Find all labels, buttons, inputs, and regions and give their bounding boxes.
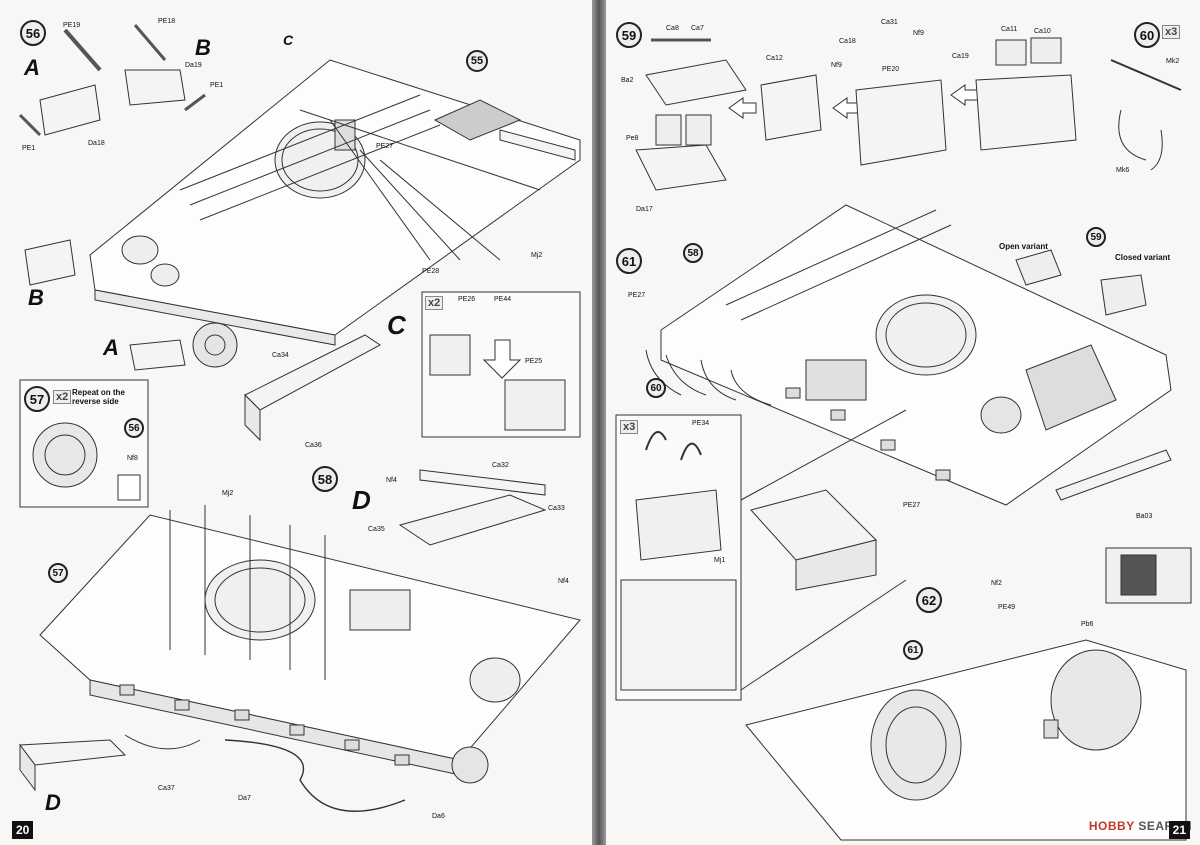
part-label: Ca33 xyxy=(548,505,565,512)
part-label: PE1 xyxy=(210,82,224,89)
part-label: Ca37 xyxy=(158,785,175,792)
part-label: Ca32 xyxy=(492,462,509,469)
part-label: PE27 xyxy=(628,292,646,299)
step-58-badge: 58 xyxy=(312,466,338,492)
open-variant-note: Open variant xyxy=(999,242,1048,251)
ref-step-badge: 57 xyxy=(48,563,68,583)
part-label: PE25 xyxy=(525,358,543,365)
part-label: Nf8 xyxy=(127,455,138,462)
part-label: PE44 xyxy=(494,296,512,303)
ref-step-badge: 58 xyxy=(683,243,703,263)
part-label: Mk6 xyxy=(1116,167,1130,174)
part-label: Pe8 xyxy=(626,135,639,142)
page-number-left: 20 xyxy=(12,821,34,839)
part-label: Ca18 xyxy=(839,38,856,45)
part-label: Ca12 xyxy=(766,55,783,62)
book-gutter xyxy=(592,0,606,845)
step-60-badge: 60 xyxy=(1134,22,1160,48)
part-label: PE1 xyxy=(22,145,36,152)
ref-step-badge: 56 xyxy=(124,418,144,438)
part-label: Ca31 xyxy=(881,19,898,26)
callout-letter: A xyxy=(24,55,40,80)
part-label: PE34 xyxy=(692,420,710,427)
right-page: 59 Ca8 Ca7 Ba2 Ca12 Pe8 Da17 Ca31 Ca18 N… xyxy=(606,0,1200,845)
part-label: PE28 xyxy=(422,268,440,275)
part-label: Nf4 xyxy=(558,578,569,585)
part-label: PE26 xyxy=(458,296,476,303)
callout-letter: C xyxy=(387,310,406,340)
watermark-brand: HOBBY xyxy=(1088,819,1135,833)
part-label: Ca19 xyxy=(952,53,969,60)
part-label: Mj2 xyxy=(222,490,234,497)
part-label: Mk2 xyxy=(1166,58,1180,65)
part-label: Ca11 xyxy=(1001,26,1018,33)
part-label: Ba03 xyxy=(1136,513,1153,520)
part-label: Nf9 xyxy=(831,62,842,69)
part-label: Pb6 xyxy=(1081,621,1094,628)
part-label: PE27 xyxy=(903,502,921,509)
part-label: Ca35 xyxy=(368,526,385,533)
part-label: Ca36 xyxy=(305,442,322,449)
part-label: PE27 xyxy=(376,143,394,150)
step-62-badge: 62 xyxy=(916,587,942,613)
step-57-badge: 57 xyxy=(24,386,50,412)
part-label: Mj1 xyxy=(714,557,726,564)
callout-letter: B xyxy=(28,285,44,310)
ref-step-badge: 61 xyxy=(903,640,923,660)
part-label: Nf4 xyxy=(386,477,397,484)
right-page-drawing xyxy=(615,37,1192,841)
part-label: Da18 xyxy=(88,140,105,147)
callout-letter: A xyxy=(103,335,119,360)
multiplier-badge: x2 xyxy=(425,296,444,310)
part-label: PE18 xyxy=(158,18,176,25)
callout-letter: C xyxy=(283,32,294,48)
ref-step-badge: 59 xyxy=(1086,227,1106,247)
step-61-badge: 61 xyxy=(616,248,642,274)
part-label: Nf2 xyxy=(991,580,1002,587)
page-number-right: 21 xyxy=(1168,821,1190,839)
part-label: Ca34 xyxy=(272,352,289,359)
part-label: PE19 xyxy=(63,22,81,29)
repeat-note: Repeat on the reverse side xyxy=(72,388,125,406)
part-label: Ca7 xyxy=(691,25,704,32)
part-label: PE20 xyxy=(882,66,900,73)
multiplier-badge: x2 xyxy=(53,390,72,404)
part-label: Ca10 xyxy=(1034,28,1051,35)
lower-hull-shape xyxy=(39,514,581,761)
step-59-badge: 59 xyxy=(616,22,642,48)
step-56-badge: 56 xyxy=(20,20,46,46)
ref-step-badge: 55 xyxy=(466,50,488,72)
drive-sprocket xyxy=(192,322,238,368)
closed-variant-note: Closed variant xyxy=(1115,253,1171,262)
callout-letter: D xyxy=(352,485,371,515)
part-label: Da6 xyxy=(432,813,445,820)
part-label: Nf9 xyxy=(913,30,924,37)
multiplier-badge: x3 xyxy=(1162,25,1181,39)
part-label: Mj2 xyxy=(531,252,543,259)
ref-step-badge: 60 xyxy=(646,378,666,398)
multiplier-badge: x3 xyxy=(620,420,639,434)
part-label: PE49 xyxy=(998,604,1016,611)
left-page-drawing xyxy=(18,24,581,812)
part-label: Da7 xyxy=(238,795,251,802)
callout-letter: D xyxy=(45,790,61,815)
left-page: 56 A B C B A C PE19 PE18 Da19 PE1 PE1 Da… xyxy=(0,0,592,845)
part-label: Ba2 xyxy=(621,77,634,84)
part-label: Da19 xyxy=(185,62,202,69)
callout-letter: B xyxy=(195,35,211,60)
part-label: Ca8 xyxy=(666,25,679,32)
part-label: Da17 xyxy=(636,206,653,213)
